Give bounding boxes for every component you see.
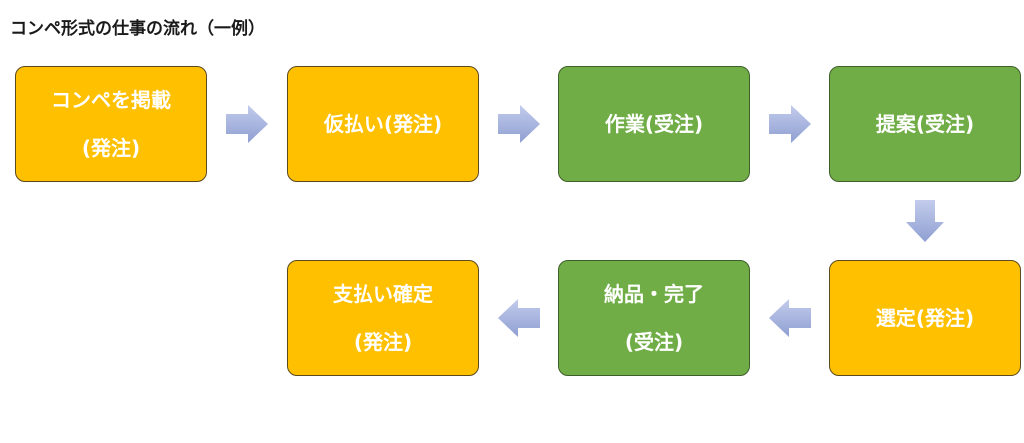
step-work: 作業(受注) — [558, 66, 750, 182]
page-title: コンペ形式の仕事の流れ（一例） — [10, 19, 265, 39]
arrow-right-icon — [769, 105, 811, 143]
step-proposal: 提案(受注) — [829, 66, 1021, 182]
step-label: 支払い確定 — [333, 282, 433, 306]
step-payment-confirmed: 支払い確定 (発注) — [287, 260, 479, 376]
arrow-right-icon — [498, 105, 540, 143]
step-role: (発注) — [81, 136, 141, 160]
step-label: 作業(受注) — [604, 112, 704, 136]
step-label: 納品・完了 — [604, 282, 704, 306]
arrow-down-icon — [906, 200, 944, 242]
step-label: 提案(受注) — [875, 112, 975, 136]
step-selection: 選定(発注) — [829, 260, 1021, 376]
arrow-left-icon — [769, 299, 811, 337]
arrow-left-icon — [498, 299, 540, 337]
step-role: (受注) — [624, 330, 684, 354]
step-label: コンペを掲載 — [51, 88, 171, 112]
step-label: 仮払い(発注) — [323, 112, 443, 136]
step-label: 選定(発注) — [875, 306, 975, 330]
step-provisional-payment: 仮払い(発注) — [287, 66, 479, 182]
step-role: (発注) — [353, 330, 413, 354]
step-delivery-complete: 納品・完了 (受注) — [558, 260, 750, 376]
step-post-competition: コンペを掲載 (発注) — [15, 66, 207, 182]
arrow-right-icon — [226, 105, 268, 143]
